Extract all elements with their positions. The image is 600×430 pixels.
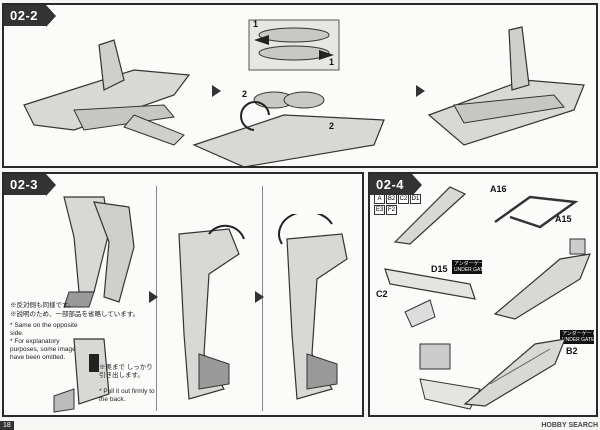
under-gate-badge-2: アンダーゲート UNDER GATE xyxy=(560,330,597,344)
wing-part-2-illustration xyxy=(384,268,476,300)
part-label-d15: D15 xyxy=(431,264,448,274)
sub-number-2: 2 xyxy=(242,89,248,99)
sub-number-1: 1 xyxy=(253,19,259,29)
part-label-c2: C2 xyxy=(376,289,388,299)
step-arrow xyxy=(255,291,264,303)
parts-code: A xyxy=(374,194,385,204)
watermark: HOBBY SEARCH xyxy=(541,422,598,429)
step-tag: 02-2 xyxy=(4,5,57,27)
fighter-wing-assembly-illustration xyxy=(192,91,385,166)
parts-code: B2 xyxy=(386,194,397,204)
step-02-2-panel: 02-2 1 1 2 2 xyxy=(2,3,598,168)
note-en-2: * For explanatory purposes, some images … xyxy=(10,338,80,361)
wing-part-illustration xyxy=(393,186,467,245)
detail-part-illustration xyxy=(419,343,481,410)
jet-fighter-illustration xyxy=(23,39,191,146)
parts-code-grid: A B2 C2 D1 E3 F2 xyxy=(374,194,421,215)
step-tag: 02-4 xyxy=(370,174,423,196)
wing-final-illustration xyxy=(463,338,566,407)
note-jp-2: ※説明のため、一部部品を省略しています。 xyxy=(10,311,140,318)
step-arrow xyxy=(416,85,425,97)
leg-bend-illustration xyxy=(178,224,245,400)
sub-number-2b: 2 xyxy=(329,121,335,131)
note-jp-1: ※反対側も同様です。 xyxy=(10,302,75,309)
step-arrow xyxy=(212,85,221,97)
leg-rotate-illustration xyxy=(278,214,348,400)
step-02-3-panel: 02-3 ※反対側も同様です。 ※説明のため、一部部品を省略しています。 * S… xyxy=(2,172,364,417)
pull-note-jp: ※奥まで しっかり 引き出します。 xyxy=(99,364,153,379)
parts-code: C2 xyxy=(398,194,409,204)
part-label-b2: B2 xyxy=(566,346,578,356)
wing-assembly-illustration xyxy=(493,238,591,320)
parts-code: E3 xyxy=(374,205,385,215)
parts-code: D1 xyxy=(410,194,421,204)
pull-note-en: * Pull it out firmly to the back. xyxy=(99,388,155,403)
small-part-illustration xyxy=(404,299,436,328)
step-tag: 02-3 xyxy=(4,174,57,196)
part-label-a16: A16 xyxy=(490,184,507,194)
part-label-a15: A15 xyxy=(555,214,572,224)
leg-detail-illustration xyxy=(53,338,110,413)
note-en-1: * Same on the opposite side. xyxy=(10,322,78,337)
fighter-result-illustration xyxy=(427,26,585,146)
missile-pods-illustration xyxy=(248,19,340,71)
under-gate-badge: アンダーゲート UNDER GATE xyxy=(452,260,489,274)
leg-pair-illustration xyxy=(63,196,135,308)
step-arrow xyxy=(149,291,158,303)
frame-part-illustration xyxy=(494,195,579,229)
sub-number-1b: 1 xyxy=(329,57,335,67)
parts-code: F2 xyxy=(386,205,397,215)
step-02-4-panel: 02-4 A B2 C2 D1 E3 F2 A16 A15 D15 アンダーゲー… xyxy=(368,172,598,417)
page-number: 18 xyxy=(0,421,14,430)
